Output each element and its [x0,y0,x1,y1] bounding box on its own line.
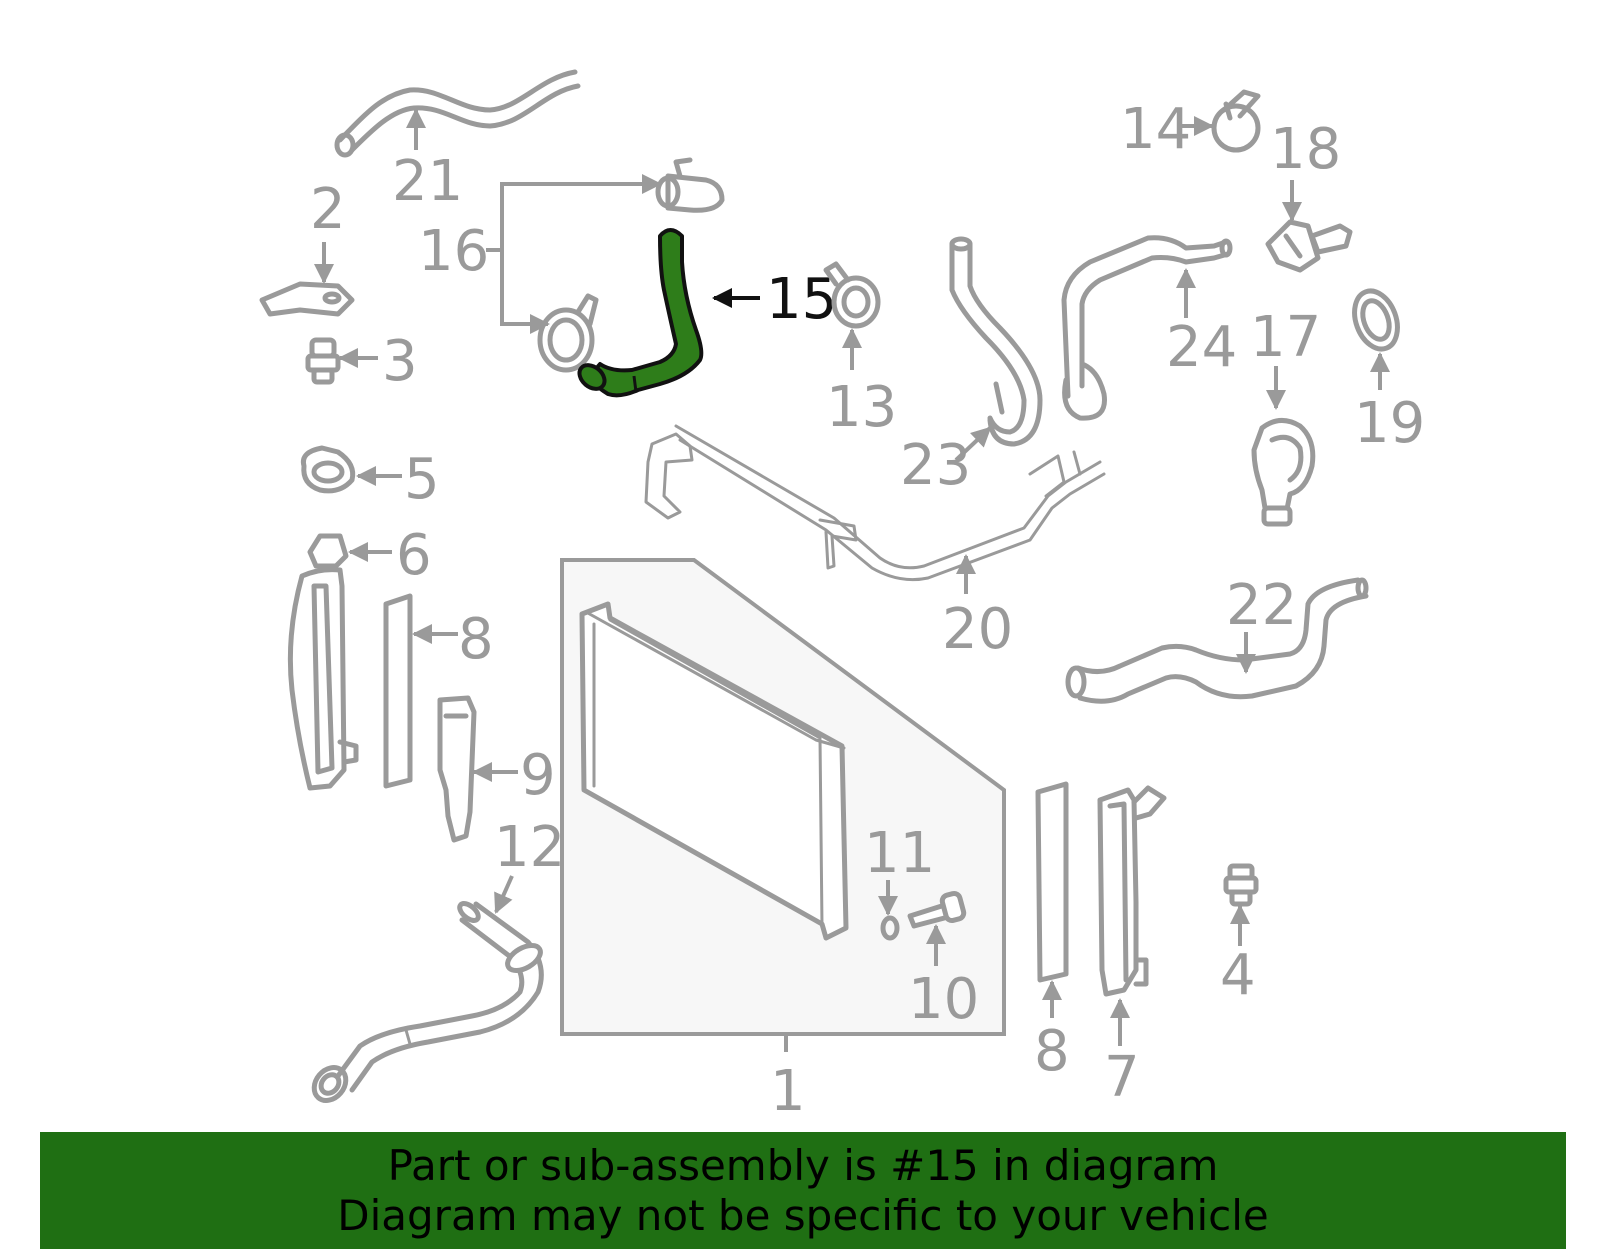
callout-24: 24 [1166,315,1237,380]
part-10-drain-plug[interactable] [907,890,967,929]
footer-line-1: Part or sub-assembly is #15 in diagram [387,1140,1219,1190]
callout-17: 17 [1250,305,1321,370]
callout-13: 13 [826,375,897,440]
callout-18: 18 [1270,117,1341,182]
part-11-oring[interactable] [880,915,900,941]
callout-10: 10 [908,967,979,1032]
part-13-clamp[interactable] [823,261,881,329]
part-8-seal-left[interactable] [383,593,413,789]
part-9-bracket[interactable] [437,695,477,843]
callout-23: 23 [900,433,971,498]
part-20-pipe[interactable] [644,424,1106,582]
leader-16-bottom [500,250,550,334]
part-4-plug[interactable] [1223,863,1259,907]
footer-line-2: Diagram may not be specific to your vehi… [337,1190,1269,1240]
leader-12 [494,875,514,914]
footer-banner: Part or sub-assembly is #15 in diagram D… [40,1132,1566,1249]
part-7-tank[interactable] [1097,785,1167,997]
part-12-hose[interactable] [308,900,545,1106]
part-6-tank[interactable] [287,533,359,791]
part-8-seal-right[interactable] [1035,781,1069,983]
part-23-hose[interactable] [949,236,1043,447]
part-19-oring[interactable] [1347,285,1405,355]
callout-9: 9 [520,743,556,808]
callout-20: 20 [942,597,1013,662]
callout-8-right: 8 [1034,1019,1070,1084]
part-2-bracket[interactable] [259,281,355,317]
part-22-hose[interactable] [1065,577,1369,704]
callout-8-left: 8 [458,607,494,672]
callout-21: 21 [392,149,463,214]
callout-19: 19 [1354,391,1425,456]
part-5-cap[interactable] [300,445,356,494]
callout-15: 15 [766,267,837,332]
part-15-hose-highlighted[interactable] [575,228,704,398]
part-17-housing[interactable] [1251,418,1316,527]
part-3-plug[interactable] [305,337,341,385]
callout-14: 14 [1120,97,1191,162]
part-24-hose[interactable] [1061,235,1233,421]
leader-23 [954,426,992,462]
part-16-clamps[interactable] [537,157,725,373]
callout-2: 2 [310,177,346,242]
leader-16-top [500,174,662,250]
callout-1: 1 [770,1059,806,1124]
callout-7: 7 [1104,1045,1140,1110]
callout-12: 12 [494,815,565,880]
part-14-clip[interactable] [1211,89,1261,153]
callout-3: 3 [382,329,418,394]
callout-5: 5 [404,447,440,512]
callout-11: 11 [864,821,935,886]
callout-16: 16 [418,219,489,284]
callout-6: 6 [396,523,432,588]
part-21-hose[interactable] [334,69,581,158]
callout-22: 22 [1226,573,1297,638]
part-18-fitting[interactable] [1265,219,1353,273]
callout-4: 4 [1220,943,1256,1008]
